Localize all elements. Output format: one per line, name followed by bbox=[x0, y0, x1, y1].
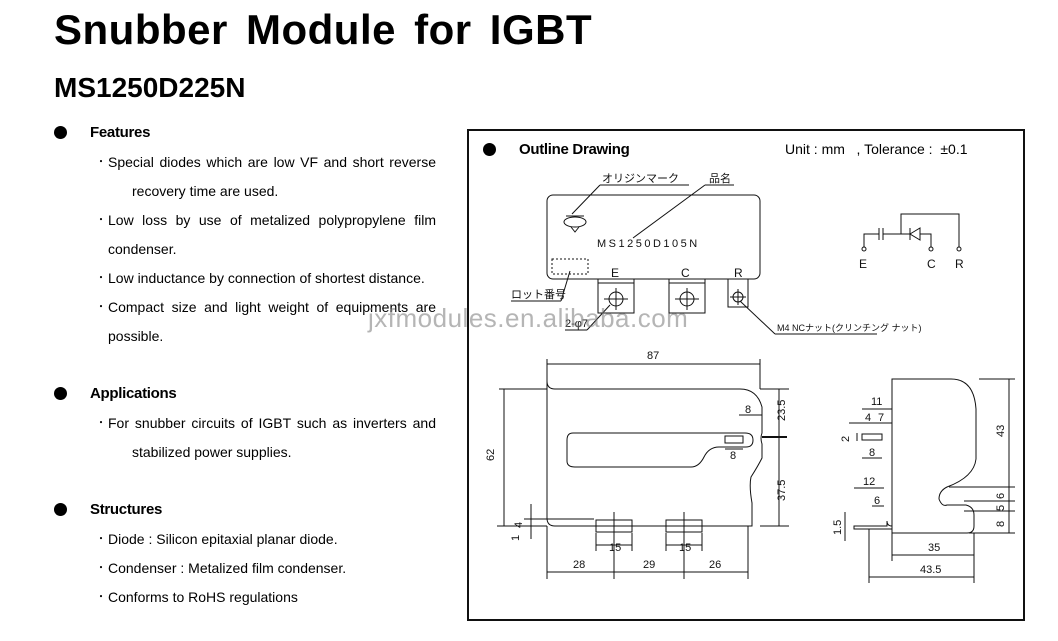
feature-item-continued: recovery time are used. bbox=[132, 183, 279, 199]
dim-notch-c: 8 bbox=[995, 521, 1007, 527]
printed-model: MS1250D105N bbox=[597, 238, 700, 250]
dim-lead-reach: 12 bbox=[863, 476, 875, 488]
page-title: Snubber Module for IGBT bbox=[54, 6, 593, 53]
dim-height: 62 bbox=[485, 449, 497, 461]
bullet-dot-icon bbox=[54, 503, 67, 516]
front-slot-outline bbox=[566, 432, 754, 468]
dim-tab-thickness: 1 bbox=[510, 535, 522, 541]
lot-number-box bbox=[551, 258, 589, 275]
terminal-e-label: E bbox=[611, 266, 619, 280]
nut-leader bbox=[739, 300, 776, 335]
bullet-dot-icon bbox=[483, 143, 496, 156]
dim-width: 87 bbox=[647, 350, 659, 362]
outline-heading: Outline Drawing bbox=[483, 141, 630, 158]
dim-slot-to-bottom: 37.5 bbox=[776, 480, 788, 501]
structures-heading: Structures bbox=[54, 501, 162, 518]
outline-drawing-svg: オリジンマーク 品名 MS1250D105N E C R bbox=[485, 171, 1015, 583]
product-name-label: 品名 bbox=[709, 171, 731, 185]
front-body-outline bbox=[546, 380, 763, 527]
side-body-outline bbox=[891, 378, 977, 534]
dim-slot-depth-bottom: 8 bbox=[730, 450, 736, 462]
unit-tolerance: Unit : mm , Tolerance : ±0.1 bbox=[785, 141, 968, 157]
hole-label: 2-φ7 bbox=[565, 318, 588, 330]
circuit-schematic: E C R bbox=[859, 213, 964, 271]
application-item-continued: stabilized power supplies. bbox=[132, 444, 292, 460]
applications-heading-label: Applications bbox=[90, 385, 177, 402]
terminal-r bbox=[727, 278, 749, 308]
origin-mark-icon bbox=[563, 215, 587, 233]
dim-pitch-right: 26 bbox=[709, 559, 721, 571]
origin-leader bbox=[571, 184, 601, 215]
bullet-icon: ・ bbox=[96, 215, 106, 226]
outline-heading-label: Outline Drawing bbox=[519, 141, 630, 158]
dim-pitch-left: 28 bbox=[573, 559, 585, 571]
features-heading: Features bbox=[54, 124, 150, 141]
dim-pitch-mid: 29 bbox=[643, 559, 655, 571]
bullet-dot-icon bbox=[54, 387, 67, 400]
dim-top-to-slot: 23.5 bbox=[776, 400, 788, 421]
dim-notch-b: 5 bbox=[995, 505, 1007, 511]
bullet-icon: ・ bbox=[96, 592, 106, 603]
bullet-icon: ・ bbox=[96, 157, 106, 168]
dim-tab-height: 4 bbox=[513, 522, 525, 528]
dim-gap-b: 7 bbox=[878, 412, 884, 424]
dim-slot-depth-top: 8 bbox=[745, 404, 751, 416]
feature-item-continued: possible. bbox=[108, 328, 164, 344]
features-heading-label: Features bbox=[90, 124, 151, 141]
side-pin bbox=[861, 433, 883, 441]
origin-mark-label: オリジンマーク bbox=[602, 172, 679, 185]
module-body-outline bbox=[546, 194, 761, 280]
feature-item: ・Low inductance by connection of shortes… bbox=[96, 270, 425, 286]
structure-item: ・Diode : Silicon epitaxial planar diode. bbox=[96, 531, 338, 547]
dim-lead-thickness: 1.5 bbox=[832, 520, 844, 535]
schematic-c-label: C bbox=[927, 257, 936, 271]
dim-tab-width-1: 15 bbox=[609, 542, 621, 554]
model-number: MS1250D225N bbox=[54, 72, 246, 103]
terminal-c-label: C bbox=[681, 266, 690, 280]
structures-heading-label: Structures bbox=[90, 501, 163, 518]
feature-item: ・Compact size and light weight of equipm… bbox=[96, 299, 436, 315]
schematic-e-label: E bbox=[859, 257, 867, 271]
bullet-dot-icon bbox=[54, 126, 67, 139]
dim-top-width: 11 bbox=[871, 396, 882, 408]
feature-item: ・Special diodes which are low VF and sho… bbox=[96, 154, 436, 170]
front-pin bbox=[724, 435, 744, 444]
hole-leader bbox=[586, 304, 611, 331]
application-item: ・For snubber circuits of IGBT such as in… bbox=[96, 415, 436, 431]
product-leader bbox=[632, 184, 706, 239]
schematic-r-label: R bbox=[955, 257, 964, 271]
structure-item: ・Conforms to RoHS regulations bbox=[96, 589, 298, 605]
feature-item-continued: condenser. bbox=[108, 241, 177, 257]
bullet-icon: ・ bbox=[96, 418, 106, 429]
dim-gap-a: 4 bbox=[865, 412, 871, 424]
nut-label: M4 NCナット(クリンチング ナット) bbox=[777, 322, 922, 333]
top-view: オリジンマーク 品名 MS1250D105N E C R bbox=[511, 171, 922, 335]
terminal-r-label: R bbox=[734, 266, 743, 280]
lot-number-label: ロット番号 bbox=[511, 288, 566, 301]
structure-item: ・Condenser : Metalized film condenser. bbox=[96, 560, 347, 576]
dim-pin-thickness: 2 bbox=[840, 436, 852, 442]
dim-notch-a: 6 bbox=[995, 493, 1007, 499]
dim-pin-length: 8 bbox=[869, 447, 875, 459]
bullet-icon: ・ bbox=[96, 563, 106, 574]
front-view: 87 62 23.5 37.5 8 8 15 15 28 29 26 bbox=[485, 350, 789, 579]
applications-heading: Applications bbox=[54, 385, 177, 402]
outline-drawing-panel: Outline Drawing Unit : mm , Tolerance : … bbox=[467, 129, 1025, 621]
dim-lead-inner: 6 bbox=[874, 495, 880, 507]
dim-side-height: 43 bbox=[995, 425, 1007, 437]
dim-tab-width-2: 15 bbox=[679, 542, 691, 554]
dim-body-depth: 35 bbox=[928, 542, 940, 554]
lot-leader bbox=[560, 270, 571, 302]
side-view: 11 4 7 2 8 12 6 1.5 43 6 5 8 35 bbox=[832, 378, 1015, 583]
terminal-c bbox=[668, 278, 706, 314]
dim-overall-depth: 43.5 bbox=[920, 564, 941, 576]
bullet-icon: ・ bbox=[96, 273, 106, 284]
bullet-icon: ・ bbox=[96, 302, 106, 313]
terminal-e bbox=[597, 278, 635, 314]
feature-item: ・Low loss by use of metalized polypropyl… bbox=[96, 212, 436, 228]
side-lead bbox=[853, 520, 893, 530]
bullet-icon: ・ bbox=[96, 534, 106, 545]
